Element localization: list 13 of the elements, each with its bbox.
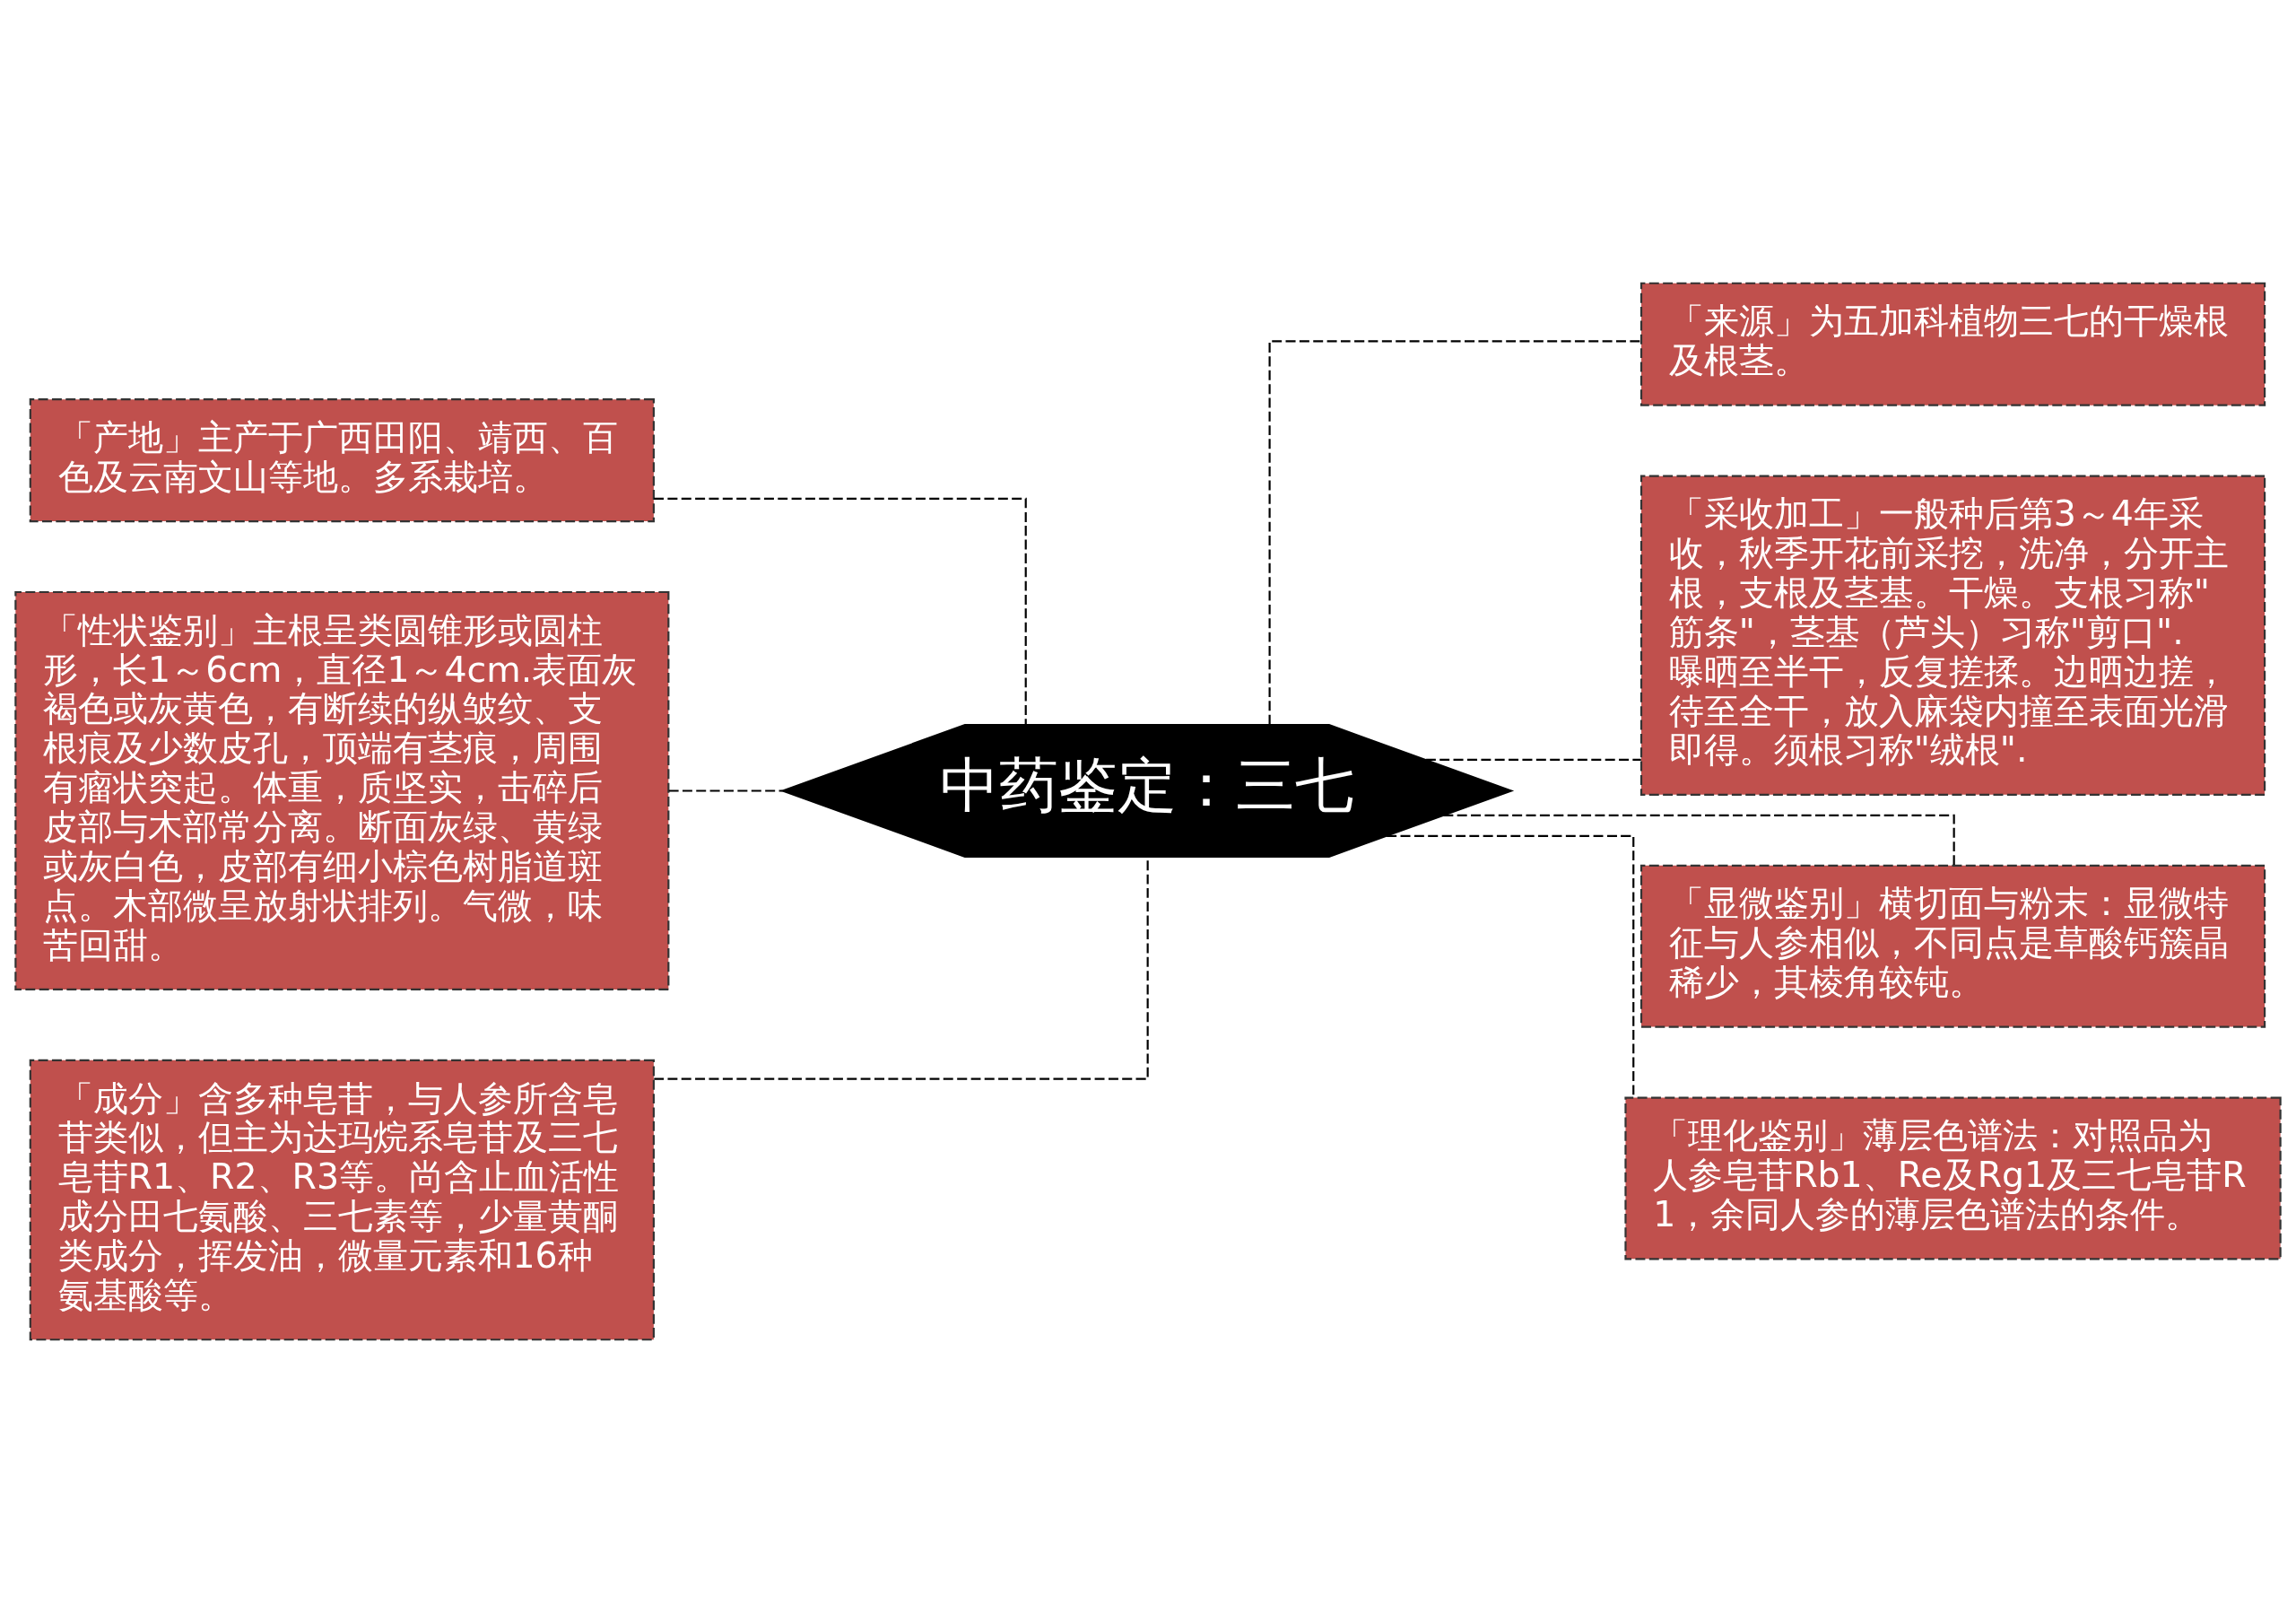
connector: [1387, 834, 1635, 1097]
node-box: 「采收加工」一般种后第3～4年采收，秋季开花前采挖，洗净，分开主根，支根及茎基。干燥。支根习称"筋条"，茎基（芦头）习称"剪口".曝晒至半干，反复搓揉。边晒边搓，待至全干，放入麻袋内撞至表面光滑即得。须根习称"绒根".: [1639, 475, 2266, 796]
connector: [668, 789, 783, 792]
connector: [1268, 339, 1641, 725]
connector: [1443, 814, 1955, 865]
node-box: 「产地」主产于广西田阳、靖西、百色及云南文山等地。多系栽培。: [29, 397, 655, 522]
connector: [654, 497, 1027, 725]
node-box: 「成分」含多种皂苷，与人参所含皂苷类似，但主为达玛烷系皂苷及三七皂苷R1、R2、R3等。尚含止血活性成分田七氨酸、三七素等，少量黄酮类成分，挥发油，微量元素和16种氨基酸等。: [29, 1059, 655, 1340]
node-box: 「理化鉴别」薄层色谱法：对照品为人参皂苷Rb1、Re及Rg1及三七皂苷R1，余同人参的薄层色谱法的条件。: [1624, 1095, 2282, 1260]
node-box: 「性状鉴别」主根呈类圆锥形或圆柱形，长1～6cm，直径1～4cm.表面灰褐色或灰黄色，有断续的纵皱纹、支根痕及少数皮孔，顶端有茎痕，周围有瘤状突起。体重，质坚实，击碎后皮部与木部常分离。断面灰绿、黄绿或灰白色，皮部有细小棕色树脂道斑点。木部微呈放射状排列。气微，味苦回甜。: [14, 590, 670, 990]
connector: [1426, 758, 1641, 761]
node-box: 「显微鉴别」横切面与粉末：显微特征与人参相似，不同点是草酸钙簇晶稀少，其棱角较钝。: [1639, 864, 2266, 1028]
node-box: 「来源」为五加科植物三七的干燥根及根茎。: [1639, 282, 2266, 406]
